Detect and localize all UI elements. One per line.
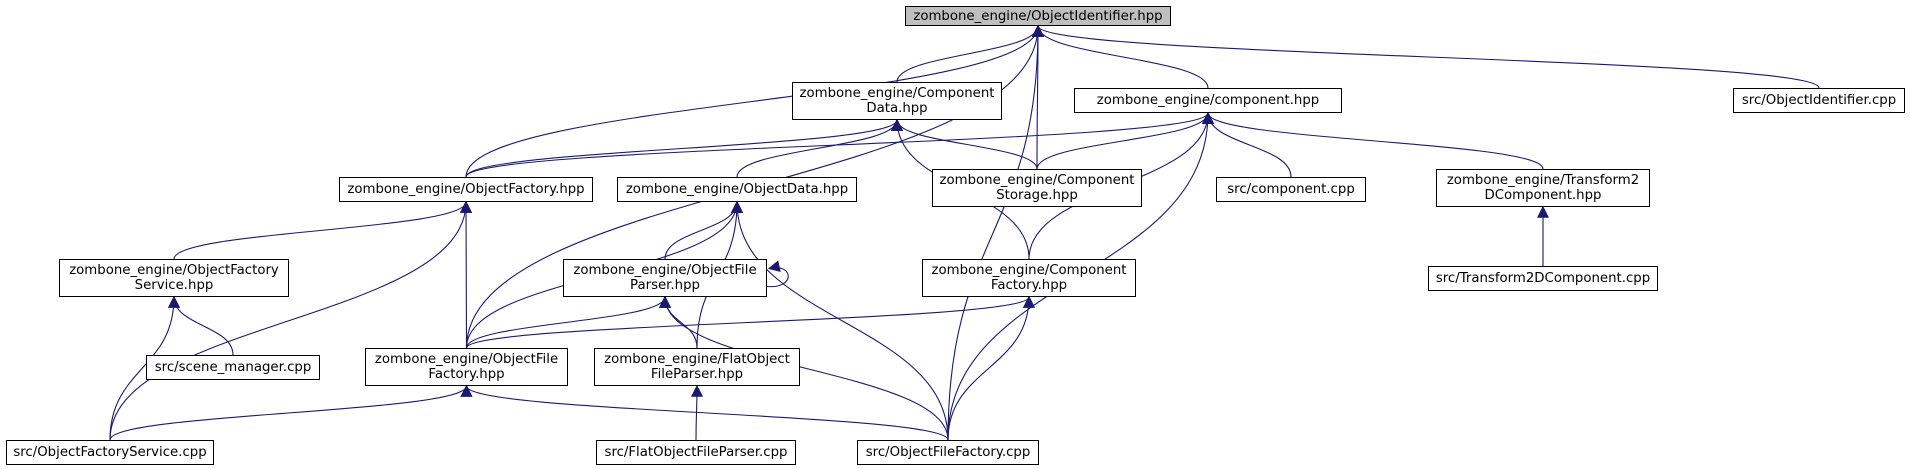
include-edge-od-hpp-to-compdata-hpp: [736, 118, 903, 178]
include-edge-off-cpp-to-od-hpp: [731, 200, 949, 441]
node-label-line: Parser.hpp: [630, 278, 700, 293]
node-label-line: Data.hpp: [866, 101, 928, 116]
include-edge-fofp-hpp-to-ofp-hpp: [659, 295, 698, 349]
include-edge-ofs-cpp-to-off-hpp: [109, 384, 473, 441]
include-edge-off-hpp-to-of-hpp: [460, 200, 473, 349]
graph-node-of-hpp[interactable]: zombone_engine/ObjectFactory.hpp: [339, 177, 593, 202]
graph-node-t2d-cpp[interactable]: src/Transform2DComponent.cpp: [1428, 266, 1658, 291]
include-edge-component-cpp-to-component-hpp: [1202, 111, 1292, 178]
node-label-line: Factory.hpp: [990, 278, 1068, 293]
node-label-line: zombone_engine/Component: [799, 86, 995, 101]
include-edge-ofp-hpp-to-od-hpp: [664, 200, 743, 260]
node-label-line: FileParser.hpp: [650, 367, 744, 382]
include-edge-ofs-hpp-to-of-hpp: [173, 200, 472, 260]
node-label-line: zombone_engine/ObjectFile: [573, 263, 757, 278]
node-label-line: src/ObjectFactoryService.cpp: [13, 445, 207, 460]
node-label-line: zombone_engine/ObjectData.hpp: [625, 182, 849, 197]
include-edge-of-hpp-to-oi-hpp: [465, 24, 1044, 178]
include-edge-off-hpp-to-cf-hpp: [465, 295, 1035, 349]
include-edge-off-cpp-to-oi-hpp: [947, 24, 1044, 441]
include-edge-ofp-hpp-to-ofp-hpp: [766, 260, 789, 287]
include-edge-fofp-cpp-to-fofp-hpp: [690, 384, 703, 441]
graph-node-oi-cpp[interactable]: src/ObjectIdentifier.cpp: [1733, 88, 1905, 113]
node-label-line: src/Transform2DComponent.cpp: [1435, 271, 1651, 286]
graph-node-ofs-cpp[interactable]: src/ObjectFactoryService.cpp: [6, 440, 214, 465]
node-label-line: zombone_engine/ObjectFile: [374, 352, 559, 367]
graph-node-od-hpp[interactable]: zombone_engine/ObjectData.hpp: [617, 177, 857, 202]
include-edge-ofs-cpp-to-of-hpp: [109, 200, 472, 441]
node-label-line: zombone_engine/ObjectIdentifier.hpp: [913, 8, 1163, 24]
include-edge-off-cpp-to-cf-hpp: [947, 295, 1035, 441]
node-label-line: src/scene_manager.cpp: [154, 360, 312, 375]
node-label-line: zombone_engine/component.hpp: [1096, 93, 1320, 108]
node-label-line: Storage.hpp: [996, 188, 1078, 203]
include-edge-ofs-cpp-to-ofs-hpp: [109, 295, 180, 441]
node-label-line: zombone_engine/Component: [931, 263, 1127, 278]
graph-node-oi-hpp: zombone_engine/ObjectIdentifier.hpp: [905, 6, 1171, 26]
include-edge-cs-hpp-to-component-hpp: [1036, 111, 1214, 170]
node-label-line: Service.hpp: [134, 278, 214, 293]
node-label-line: src/ObjectFileFactory.cpp: [865, 445, 1031, 460]
node-label-line: zombone_engine/ObjectFactory: [69, 263, 279, 278]
node-label-line: zombone_engine/Transform2: [1446, 173, 1640, 188]
graph-node-fofp-cpp[interactable]: src/FlatObjectFileParser.cpp: [596, 440, 796, 465]
node-label-line: Factory.hpp: [428, 367, 505, 382]
include-edge-off-cpp-to-off-hpp: [460, 384, 949, 441]
node-label-line: src/FlatObjectFileParser.cpp: [604, 445, 788, 460]
include-edge-off-hpp-to-ofp-hpp: [465, 295, 671, 349]
include-edge-off-cpp-to-ofp-hpp: [659, 295, 949, 441]
graph-node-component-cpp[interactable]: src/component.cpp: [1216, 177, 1366, 202]
include-edge-oi-cpp-to-oi-hpp: [1032, 24, 1820, 89]
node-label-line: zombone_engine/FlatObject: [604, 352, 790, 367]
node-label-line: src/ObjectIdentifier.cpp: [1741, 93, 1897, 108]
include-edge-scene-cpp-to-ofs-hpp: [168, 295, 234, 356]
include-edge-compdata-hpp-to-oi-hpp: [896, 24, 1044, 83]
node-label-line: zombone_engine/ObjectFactory.hpp: [347, 182, 585, 197]
node-label-line: zombone_engine/Component: [939, 173, 1135, 188]
include-edge-of-hpp-to-component-hpp: [465, 111, 1214, 178]
graph-node-off-cpp[interactable]: src/ObjectFileFactory.cpp: [857, 440, 1039, 465]
graph-node-scene-cpp[interactable]: src/scene_manager.cpp: [146, 355, 320, 380]
include-edge-component-hpp-to-oi-hpp: [1032, 24, 1209, 89]
node-label-line: src/component.cpp: [1227, 182, 1355, 197]
graph-node-component-hpp[interactable]: zombone_engine/component.hpp: [1074, 88, 1342, 113]
include-edge-of-hpp-to-compdata-hpp: [465, 118, 903, 178]
node-label-line: DComponent.hpp: [1484, 188, 1602, 203]
include-edge-t2d-hpp-to-component-hpp: [1202, 111, 1544, 170]
